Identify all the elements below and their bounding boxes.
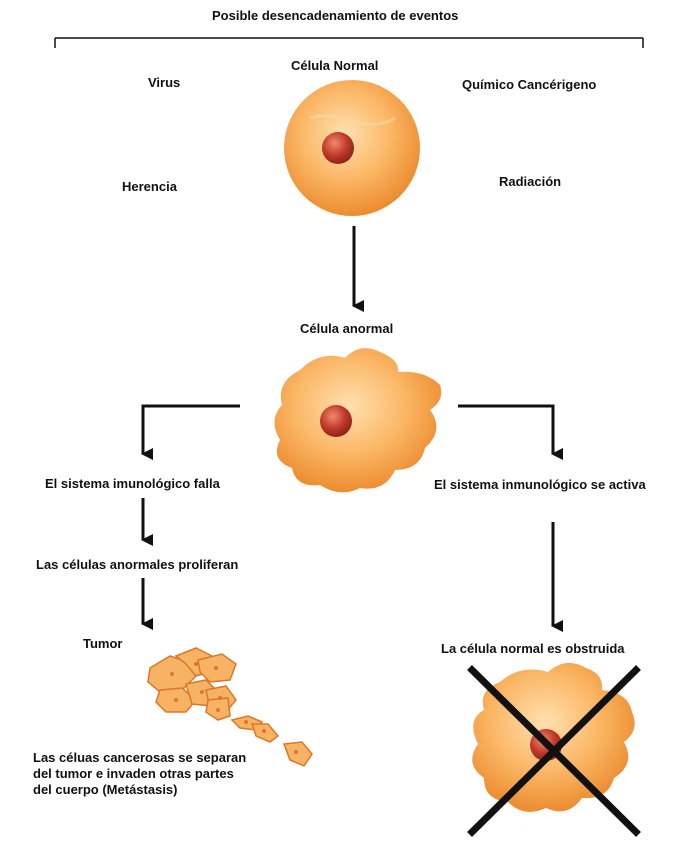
abnormal-cell-nucleus: [320, 405, 352, 437]
immune-fails-label: El sistema imunológico falla: [45, 476, 220, 492]
header-title: Posible desencadenamiento de eventos: [212, 8, 458, 24]
cause-radiation: Radiación: [499, 174, 561, 190]
cause-heredity: Herencia: [122, 179, 177, 195]
normal-cell: [284, 80, 420, 216]
cause-virus: Virus: [148, 75, 180, 91]
proliferate-label: Las células anormales proliferan: [36, 557, 238, 573]
cause-chemical: Químico Cancérigeno: [462, 77, 596, 93]
arrow-right-branch: [458, 406, 553, 454]
immune-activates-label: El sistema inmunológico se activa: [434, 477, 649, 493]
tumor-label: Tumor: [83, 636, 122, 652]
normal-cell-nucleus: [322, 132, 354, 164]
normal-cell-label: Célula Normal: [291, 58, 378, 74]
tumor-cluster: [148, 648, 312, 766]
arrow-left-branch: [143, 406, 240, 454]
blocked-label: La célula normal es obstruida: [441, 641, 625, 657]
metastasis-label: Las céluas cancerosas se separan del tum…: [33, 750, 253, 798]
abnormal-cell: [274, 348, 441, 492]
blocked-cell: [472, 663, 634, 812]
abnormal-cell-label: Célula anormal: [300, 321, 393, 337]
top-bracket: [55, 38, 643, 48]
